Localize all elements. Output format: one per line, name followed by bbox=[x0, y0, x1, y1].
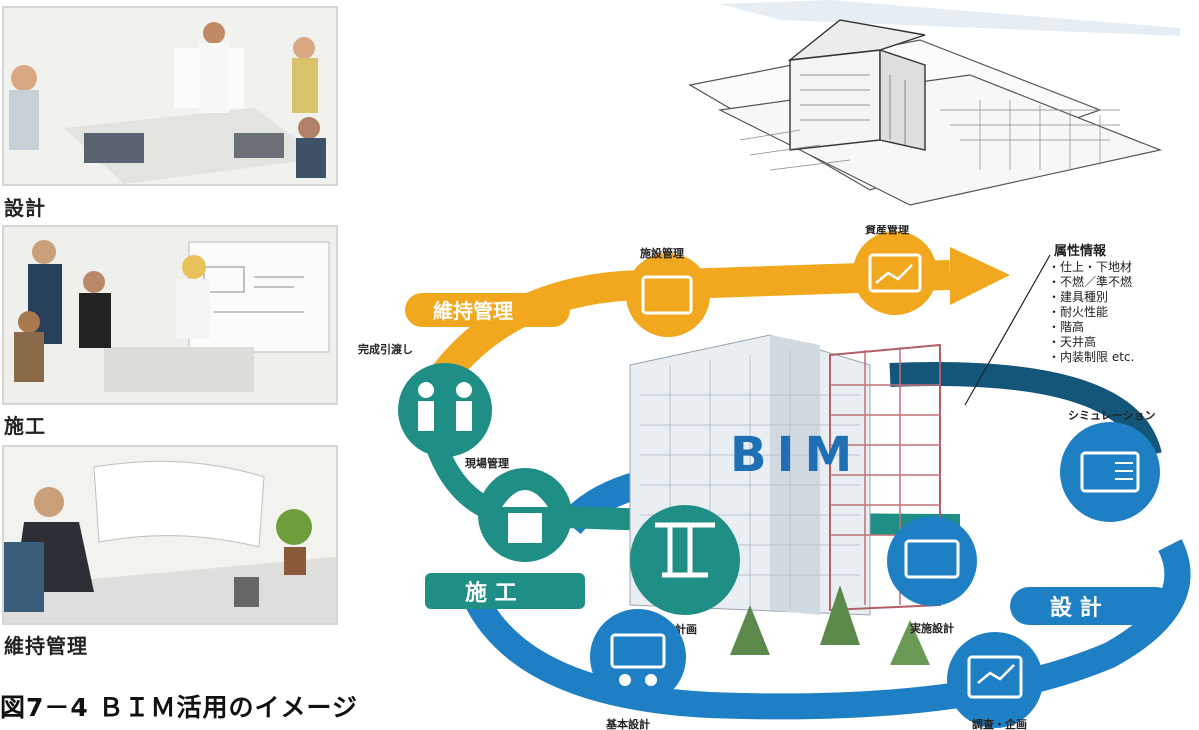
asset-management-label: 資産管理 bbox=[865, 225, 909, 236]
maintenance-arrowhead bbox=[950, 247, 1010, 305]
attribute-item: ・階高 bbox=[1048, 320, 1085, 334]
figure-caption: 図7－4 ＢＩＭ活用のイメージ bbox=[0, 693, 358, 722]
site-management-node: 現場管理 bbox=[465, 456, 572, 562]
basic-design-label: 基本設計 bbox=[605, 717, 650, 730]
simulation-label: シミュレーション bbox=[1068, 409, 1156, 422]
construction-photo bbox=[2, 225, 338, 405]
maintenance-banner bbox=[405, 293, 570, 327]
maintenance-photo bbox=[2, 445, 338, 625]
design-banner-label: 設 計 bbox=[1050, 595, 1102, 621]
survey-planning-label: 調査・企画 bbox=[972, 717, 1027, 730]
attribute-item: ・内装制限 etc. bbox=[1048, 350, 1135, 364]
attribute-item: ・建具種別 bbox=[1048, 290, 1109, 304]
detailed-design-node: 実施設計 bbox=[887, 516, 977, 635]
maintenance-banner-label: 維持管理 bbox=[433, 299, 513, 323]
attributes-title: 属性情報 bbox=[1054, 244, 1107, 259]
design-stage-label: 設計 bbox=[4, 196, 46, 220]
basic-design-node: 基本設計 bbox=[590, 609, 686, 730]
handover-label: 完成引渡し bbox=[358, 342, 413, 356]
bim-lifecycle-diagram: BIM 維持管理 施 工 設 計 施設管理 資産管理 完成引渡し 現場管理 施工… bbox=[358, 225, 1191, 730]
building-sketch bbox=[680, 0, 1180, 210]
bim-building bbox=[629, 334, 941, 665]
simulation-node: シミュレーション bbox=[1060, 409, 1160, 522]
attribute-item: ・不燃／準不燃 bbox=[1048, 275, 1133, 289]
construction-banner bbox=[425, 573, 585, 609]
attributes-list: ・仕上・下地材 ・不燃／準不燃 ・建具種別 ・耐火性能 ・階高 ・天井高 ・内装… bbox=[1048, 260, 1134, 365]
design-banner bbox=[1010, 587, 1175, 625]
site-management-label: 現場管理 bbox=[465, 456, 509, 470]
construction-banner-label: 施 工 bbox=[465, 580, 517, 606]
detailed-design-label: 実施設計 bbox=[910, 621, 954, 635]
survey-planning-node: 調査・企画 bbox=[947, 632, 1043, 730]
attribute-item: ・天井高 bbox=[1048, 335, 1097, 349]
bim-center-label: BIM bbox=[730, 427, 862, 483]
maintenance-stage-label: 維持管理 bbox=[4, 634, 88, 658]
attribute-item: ・仕上・下地材 bbox=[1048, 260, 1133, 274]
attribute-item: ・耐火性能 bbox=[1048, 305, 1109, 319]
construction-stage-label: 施工 bbox=[4, 414, 46, 438]
facility-management-node: 施設管理 bbox=[626, 246, 710, 337]
facility-management-label: 施設管理 bbox=[640, 246, 684, 260]
asset-management-node: 資産管理 bbox=[853, 225, 937, 315]
handover-node: 完成引渡し bbox=[358, 342, 492, 457]
design-photo bbox=[2, 6, 338, 186]
